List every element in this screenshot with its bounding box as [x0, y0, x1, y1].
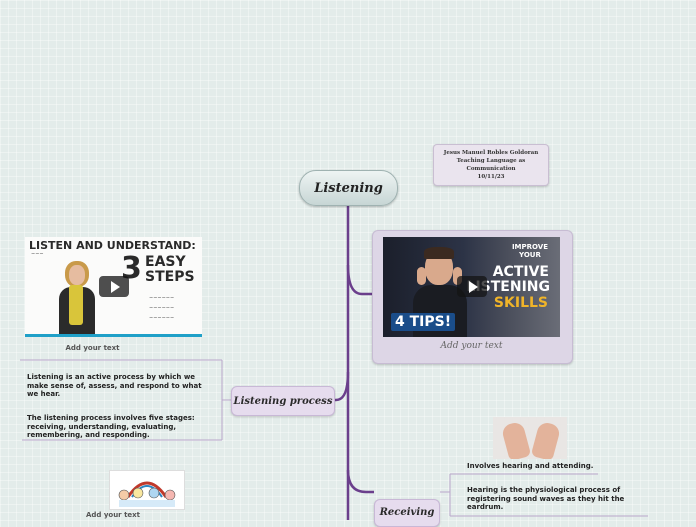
whiteboard-scribble: ~~~: [31, 251, 44, 257]
video-thumbnail-active-listening[interactable]: IMPROVE YOUR ACTIVE LISTENING SKILLS 4 T…: [383, 237, 560, 337]
hand-right: [530, 420, 562, 459]
date-text: 10/11/23: [477, 174, 505, 180]
thumb2-title: LISTEN AND UNDERSTAND:: [29, 239, 196, 252]
video-card-caption[interactable]: Add your text: [440, 341, 503, 351]
note-receiving-physiology[interactable]: Hearing is the physiological process of …: [467, 486, 625, 511]
thumb-text-active: ACTIVE: [492, 264, 549, 280]
branch-label: Listening process: [233, 395, 333, 407]
whiteboard-scribble: ~~~~~~: [149, 295, 175, 301]
hands-image[interactable]: [493, 417, 567, 459]
course-name: Teaching Language as Communication: [456, 158, 526, 172]
thumb2-easy-steps: EASY STEPS: [145, 254, 195, 285]
thumb-text-skills: SKILLS: [493, 295, 548, 311]
children-illustration[interactable]: [109, 470, 185, 510]
play-icon[interactable]: [457, 276, 487, 297]
play-icon[interactable]: [99, 276, 129, 297]
children-image-caption[interactable]: Add your text: [85, 511, 141, 519]
thumb-badge-tips: 4 TIPS!: [391, 313, 456, 331]
root-title: Listening: [314, 180, 383, 196]
presenter-figure: [59, 261, 95, 334]
note-listening-stages[interactable]: The listening process involves five stag…: [27, 414, 195, 439]
author-name: Jesus Manuel Robles Goldoran: [443, 150, 539, 156]
listen-video-caption[interactable]: Add your text: [65, 344, 120, 352]
whiteboard-scribble: ~~~~~~: [149, 315, 175, 321]
video-thumbnail-listen-understand[interactable]: LISTEN AND UNDERSTAND: 3 EASY STEPS ~~~ …: [25, 237, 202, 337]
note-listening-definition[interactable]: Listening is an active process by which …: [27, 373, 202, 398]
branch-listening-process[interactable]: Listening process: [231, 386, 335, 416]
thumb-text-improve: IMPROVE YOUR: [511, 243, 548, 259]
thumb-text-listening: LISTENING: [466, 279, 550, 295]
children-drawing: [118, 481, 176, 507]
note-receiving-hearing[interactable]: Involves hearing and attending.: [467, 462, 594, 470]
author-info-node[interactable]: Jesus Manuel Robles Goldoran Teaching La…: [433, 144, 549, 186]
branch-label: Receiving: [379, 507, 435, 518]
root-node-listening[interactable]: Listening: [299, 170, 398, 206]
branch-receiving[interactable]: Receiving: [374, 499, 440, 527]
hand-left: [500, 420, 532, 459]
whiteboard-scribble: ~~~~~~: [149, 305, 175, 311]
